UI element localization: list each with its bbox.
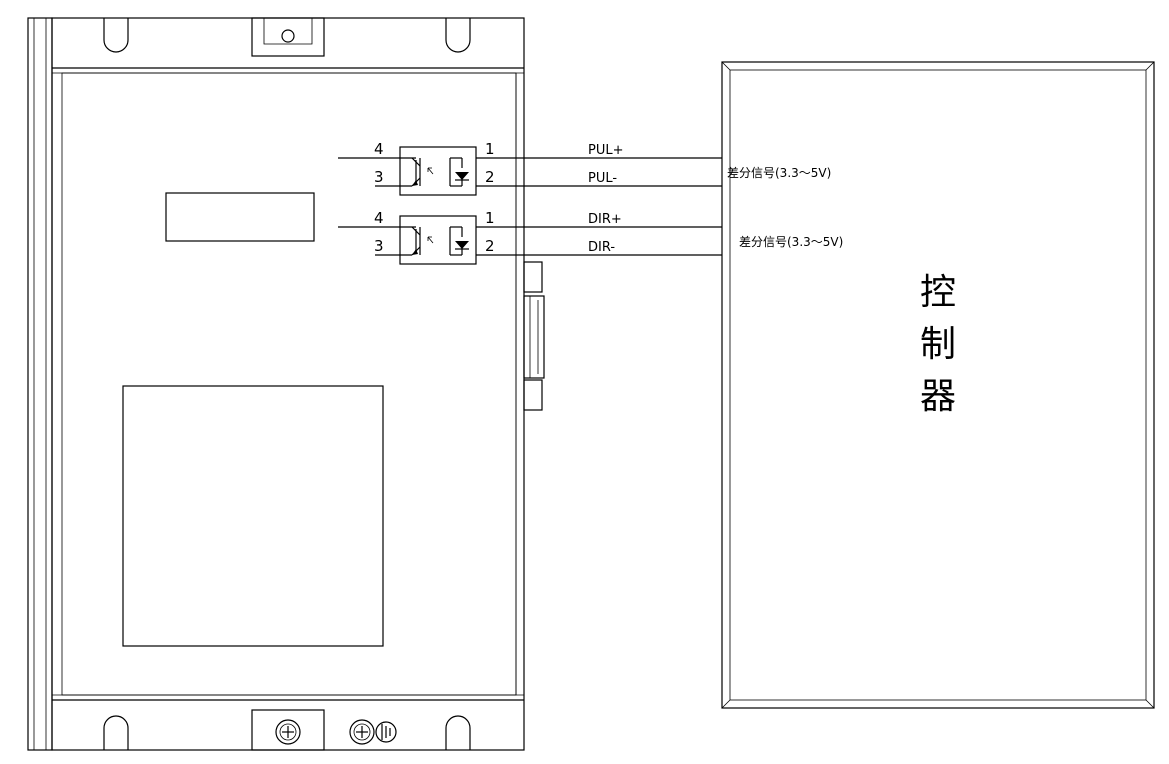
wire-label-pul-plus: PUL+ <box>588 143 624 158</box>
optocoupler-dir: 4 3 1 2 <box>338 209 495 265</box>
controller-label-char-2: 制 <box>920 324 956 365</box>
signal-spec-pul: 差分信号(3.3～5V) <box>727 166 831 180</box>
pin-3-label: 3 <box>374 168 384 186</box>
pin-4-label: 4 <box>374 140 384 158</box>
signal-wires: PUL+ PUL- DIR+ DIR- <box>476 143 722 256</box>
optocoupler-pul: 4 3 1 2 <box>338 140 495 196</box>
side-connector <box>523 261 545 411</box>
controller-unit: 差分信号(3.3～5V) 差分信号(3.3～5V) 控 制 器 <box>721 61 1155 709</box>
bottom-mounting-slot-right <box>445 715 471 750</box>
top-screw-tab <box>251 17 325 57</box>
ground-screw-icon <box>349 719 375 745</box>
wire-label-pul-minus: PUL- <box>588 171 617 186</box>
bottom-ground-screw-tab <box>251 709 325 751</box>
top-mounting-slot-right <box>445 18 471 53</box>
optocoupler-box <box>399 215 477 265</box>
display-window <box>165 192 315 242</box>
phototransistor-icon <box>411 226 434 256</box>
pin-1-label: 1 <box>485 209 495 227</box>
driver-unit <box>27 17 545 751</box>
led-diode-icon <box>449 226 469 256</box>
ground-screw-icon <box>275 719 301 745</box>
pin-4-label: 4 <box>374 209 384 227</box>
optocoupler-box <box>399 146 477 196</box>
pin-2-label: 2 <box>485 237 495 255</box>
wire-label-dir-plus: DIR+ <box>588 212 622 227</box>
earth-ground-symbol-icon <box>375 721 397 743</box>
controller-label-char-1: 控 <box>920 272 956 313</box>
bottom-mounting-slot-left <box>103 715 129 750</box>
top-mounting-slot-left <box>103 18 129 53</box>
label-area <box>122 385 384 647</box>
pin-2-label: 2 <box>485 168 495 186</box>
pin-1-label: 1 <box>485 140 495 158</box>
led-diode-icon <box>449 157 469 187</box>
controller-box <box>721 61 1155 709</box>
signal-spec-dir: 差分信号(3.3～5V) <box>739 235 843 249</box>
controller-label-char-3: 器 <box>920 376 956 417</box>
driver-side-rail <box>27 17 53 751</box>
controller-inner-border <box>729 69 1147 701</box>
wire-label-dir-minus: DIR- <box>588 240 615 255</box>
phototransistor-icon <box>411 157 434 187</box>
driver-front-panel <box>61 72 517 696</box>
pin-3-label: 3 <box>374 237 384 255</box>
